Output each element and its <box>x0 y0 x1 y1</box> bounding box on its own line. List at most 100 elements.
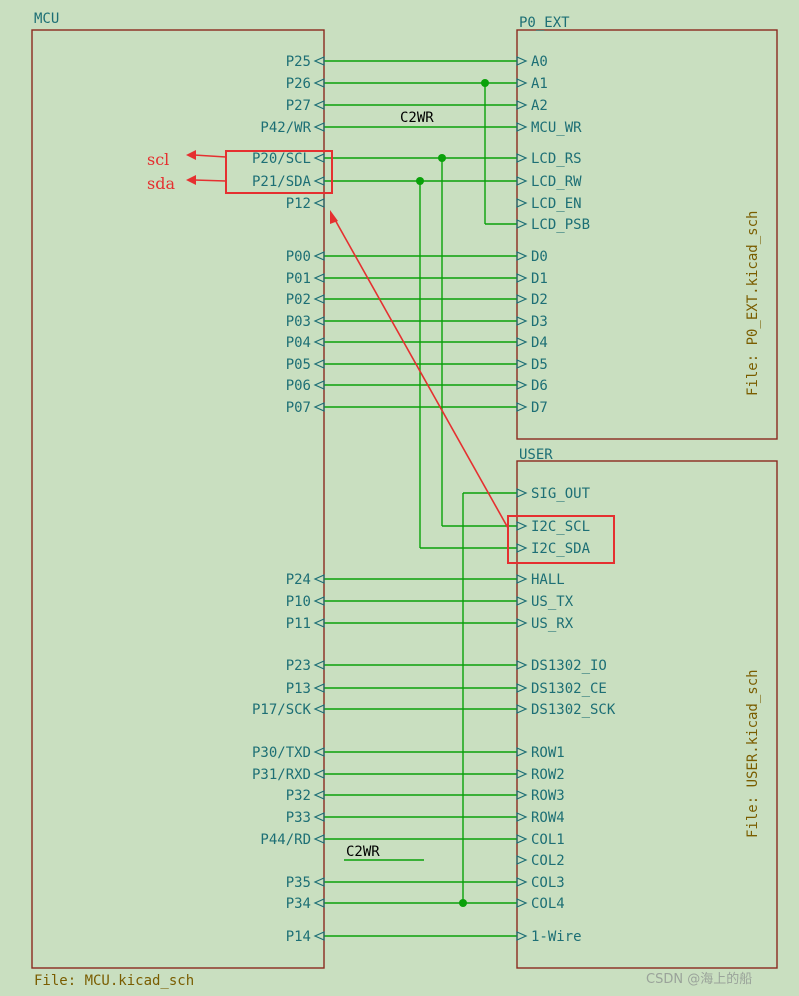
mcu-pin-p44-rd[interactable]: P44/RD <box>260 832 311 848</box>
mcu-pin-shape-p01 <box>313 273 325 283</box>
mcu-pin-p13[interactable]: P13 <box>286 681 311 697</box>
user-pin-col4[interactable]: COL4 <box>531 896 565 912</box>
user-pin-col2[interactable]: COL2 <box>531 853 565 869</box>
mcu-pin-shape-p02 <box>313 294 325 304</box>
mcu-pin-p07[interactable]: P07 <box>286 400 311 416</box>
mcu-pin-p32[interactable]: P32 <box>286 788 311 804</box>
p0ext-pin-shape-d0 <box>516 251 528 261</box>
p0ext-pin-a0[interactable]: A0 <box>531 54 548 70</box>
p0ext-pin-lcd-psb[interactable]: LCD_PSB <box>531 217 590 233</box>
net-label-c2wr-bottom: C2WR <box>346 844 380 860</box>
p0ext-pin-d1[interactable]: D1 <box>531 271 548 287</box>
user-pin-shape-i2c-scl <box>516 521 528 531</box>
mcu-pin-p04[interactable]: P04 <box>286 335 311 351</box>
user-pin-shape-us-tx <box>516 596 528 606</box>
mcu-pin-p35[interactable]: P35 <box>286 875 311 891</box>
p0ext-pin-d4[interactable]: D4 <box>531 335 548 351</box>
user-pin-i2c-sda[interactable]: I2C_SDA <box>531 541 591 557</box>
user-pin-ds1302-ce[interactable]: DS1302_CE <box>531 681 607 697</box>
user-pin-ds1302-io[interactable]: DS1302_IO <box>531 658 607 674</box>
p0ext-pin-d3[interactable]: D3 <box>531 314 548 330</box>
user-pin-sig-out[interactable]: SIG_OUT <box>531 486 591 502</box>
user-sheet-title: USER <box>519 447 553 463</box>
mcu-pin-p01[interactable]: P01 <box>286 271 311 287</box>
user-pin-col1[interactable]: COL1 <box>531 832 565 848</box>
mcu-pin-p27[interactable]: P27 <box>286 98 311 114</box>
p0ext-pin-lcd-rs[interactable]: LCD_RS <box>531 151 582 167</box>
mcu-pin-p10[interactable]: P10 <box>286 594 311 610</box>
arrow-line-sda <box>193 179 227 182</box>
mcu-pin-p42-wr[interactable]: P42/WR <box>260 120 311 136</box>
user-pin-us-rx[interactable]: US_RX <box>531 616 574 632</box>
user-pin-shape-col4 <box>516 898 528 908</box>
user-pin-row4[interactable]: ROW4 <box>531 810 565 826</box>
mcu-pin-shape-p07 <box>313 402 325 412</box>
p0ext-pin-d7[interactable]: D7 <box>531 400 548 416</box>
mcu-pin-p34[interactable]: P34 <box>286 896 311 912</box>
p0ext-pin-a2[interactable]: A2 <box>531 98 548 114</box>
user-pin-shape-sig-out <box>516 488 528 498</box>
mcu-pin-p17-sck[interactable]: P17/SCK <box>252 702 312 718</box>
mcu-pin-p21-sda[interactable]: P21/SDA <box>252 174 312 190</box>
user-pin-shape-1-wire <box>516 931 528 941</box>
mcu-pin-p02[interactable]: P02 <box>286 292 311 308</box>
p0ext-pin-lcd-rw[interactable]: LCD_RW <box>531 174 582 190</box>
user-pin-row3[interactable]: ROW3 <box>531 788 565 804</box>
p0ext-pin-shape-a2 <box>516 100 528 110</box>
mcu-pin-p03[interactable]: P03 <box>286 314 311 330</box>
mcu-sheet-box[interactable] <box>31 29 325 969</box>
p0ext-sheet-file: File: P0_EXT.kicad_sch <box>745 211 761 396</box>
user-pin-shape-us-rx <box>516 618 528 628</box>
p0ext-pin-shape-a0 <box>516 56 528 66</box>
p0ext-pin-mcu-wr[interactable]: MCU_WR <box>531 120 582 136</box>
p0ext-pin-shape-lcd-rw <box>516 176 528 186</box>
mcu-pin-shape-p11 <box>313 618 325 628</box>
user-pin-1-wire[interactable]: 1-Wire <box>531 929 582 945</box>
user-pin-row2[interactable]: ROW2 <box>531 767 565 783</box>
arrow-head-i2c-to-p12 <box>330 210 338 224</box>
mcu-pin-p06[interactable]: P06 <box>286 378 311 394</box>
mcu-pin-p24[interactable]: P24 <box>286 572 311 588</box>
mcu-pin-p14[interactable]: P14 <box>286 929 311 945</box>
mcu-pin-p12[interactable]: P12 <box>286 196 311 212</box>
p0ext-pin-shape-mcu-wr <box>516 122 528 132</box>
user-pin-shape-col2 <box>516 855 528 865</box>
p0ext-pin-d5[interactable]: D5 <box>531 357 548 373</box>
user-pin-ds1302-sck[interactable]: DS1302_SCK <box>531 702 616 718</box>
wire-junction-dot <box>459 899 467 907</box>
mcu-pin-p33[interactable]: P33 <box>286 810 311 826</box>
mcu-pin-p23[interactable]: P23 <box>286 658 311 674</box>
mcu-pin-p30-txd[interactable]: P30/TXD <box>252 745 311 761</box>
user-pin-i2c-scl[interactable]: I2C_SCL <box>531 519 590 535</box>
mcu-pin-shape-p14 <box>313 931 325 941</box>
p0ext-sheet-box[interactable] <box>516 29 778 440</box>
wire-junction-dot <box>438 154 446 162</box>
mcu-pin-p25[interactable]: P25 <box>286 54 311 70</box>
user-pin-shape-row1 <box>516 747 528 757</box>
mcu-pin-p20-scl[interactable]: P20/SCL <box>252 151 311 167</box>
mcu-sheet-file: File: MCU.kicad_sch <box>34 973 194 989</box>
p0ext-pin-d2[interactable]: D2 <box>531 292 548 308</box>
p0ext-pin-shape-a1 <box>516 78 528 88</box>
mcu-pin-p00[interactable]: P00 <box>286 249 311 265</box>
p0ext-pin-a1[interactable]: A1 <box>531 76 548 92</box>
watermark: CSDN @海上的船 <box>646 971 752 987</box>
mcu-pin-p31-rxd[interactable]: P31/RXD <box>252 767 311 783</box>
user-sheet-file: File: USER.kicad_sch <box>745 669 761 838</box>
mcu-pin-p26[interactable]: P26 <box>286 76 311 92</box>
user-pin-col3[interactable]: COL3 <box>531 875 565 891</box>
p0ext-pin-shape-d6 <box>516 380 528 390</box>
mcu-pin-p05[interactable]: P05 <box>286 357 311 373</box>
user-pin-hall[interactable]: HALL <box>531 572 565 588</box>
user-pin-us-tx[interactable]: US_TX <box>531 594 574 610</box>
mcu-pin-shape-p13 <box>313 683 325 693</box>
mcu-pin-p11[interactable]: P11 <box>286 616 311 632</box>
p0ext-pin-shape-d4 <box>516 337 528 347</box>
user-pin-shape-row2 <box>516 769 528 779</box>
user-pin-row1[interactable]: ROW1 <box>531 745 565 761</box>
p0ext-pin-d0[interactable]: D0 <box>531 249 548 265</box>
user-sheet-box[interactable] <box>516 460 778 969</box>
p0ext-pin-d6[interactable]: D6 <box>531 378 548 394</box>
p0ext-pin-lcd-en[interactable]: LCD_EN <box>531 196 582 212</box>
